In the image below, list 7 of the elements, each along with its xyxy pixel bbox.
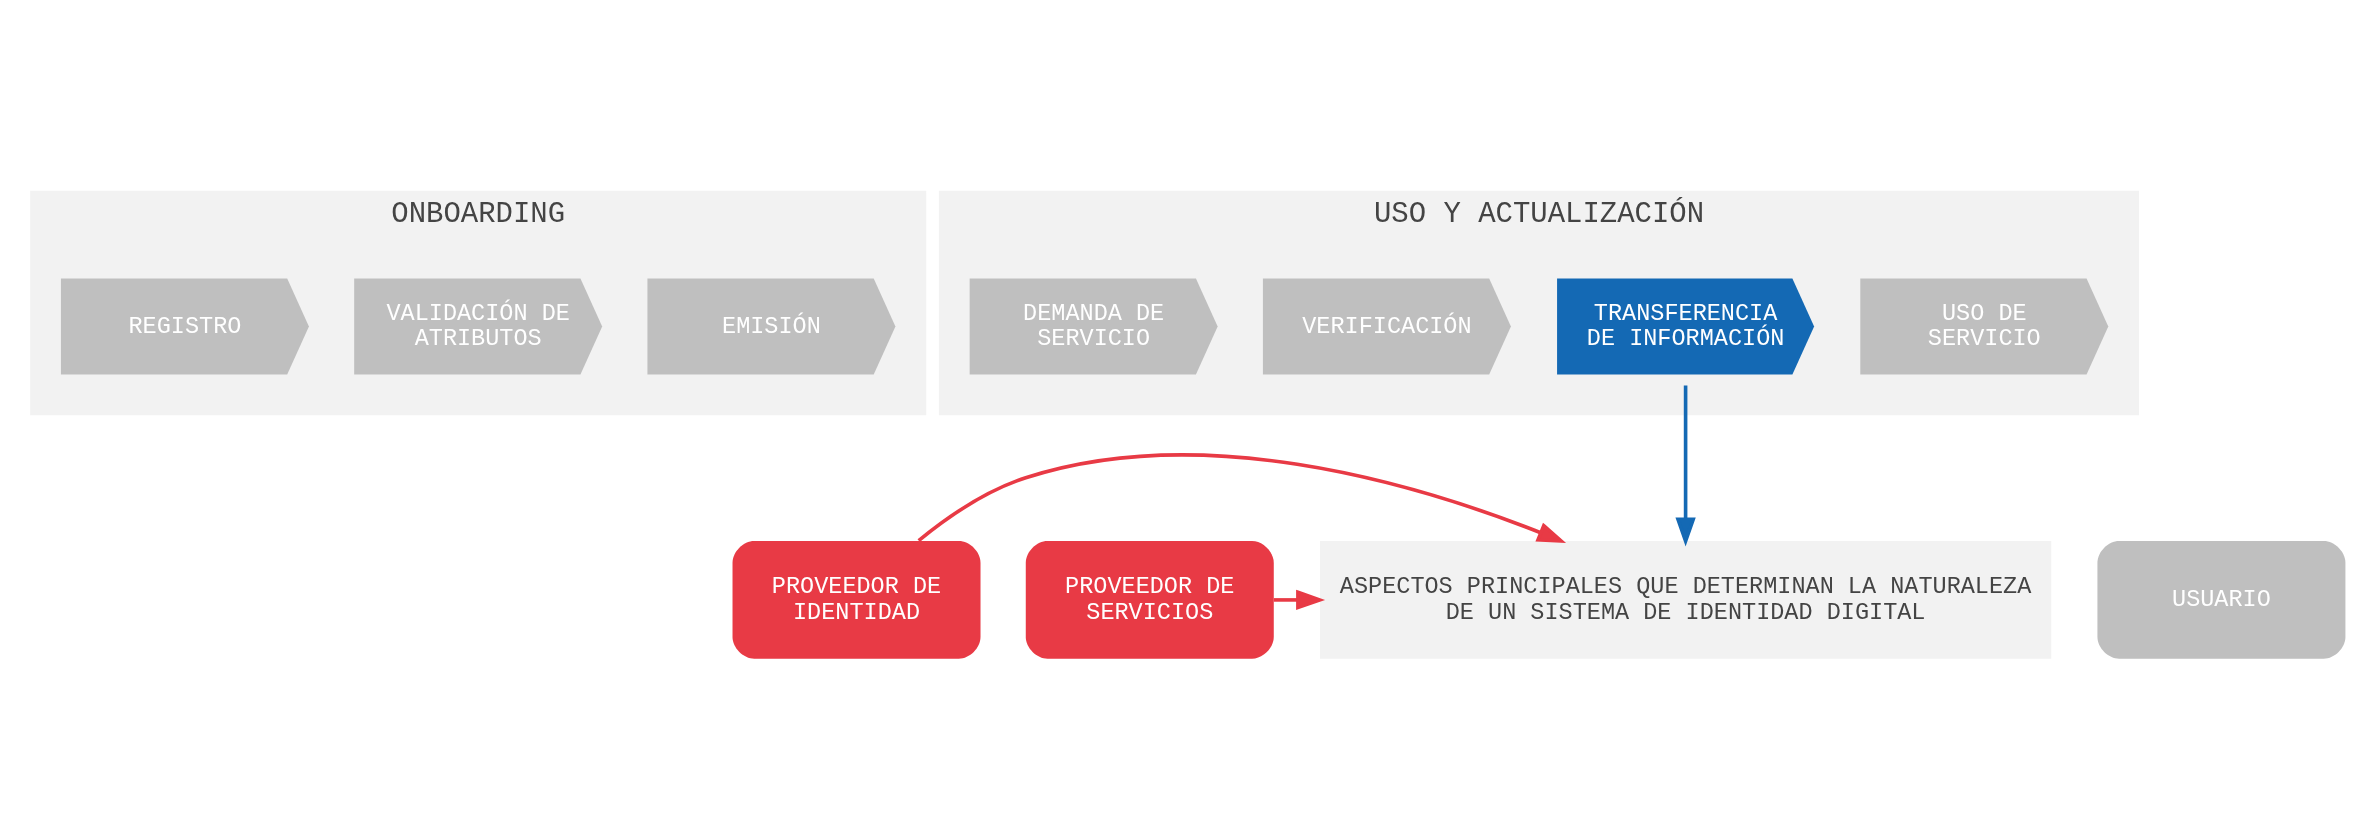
arrow bbox=[1273, 589, 1326, 610]
arrow bbox=[917, 452, 1567, 543]
arrow bbox=[1675, 385, 1696, 546]
node-box: USUARIO bbox=[2097, 540, 2346, 659]
node-box: ASPECTOS PRINCIPALES QUE DETERMINAN LA NATURALEZA DE UN SISTEMA DE IDENTIDAD DIGITAL bbox=[1319, 540, 2052, 659]
node-box: PROVEEDOR DE SERVICIOS bbox=[1025, 540, 1274, 659]
node-box: PROVEEDOR DE IDENTIDAD bbox=[732, 540, 981, 659]
